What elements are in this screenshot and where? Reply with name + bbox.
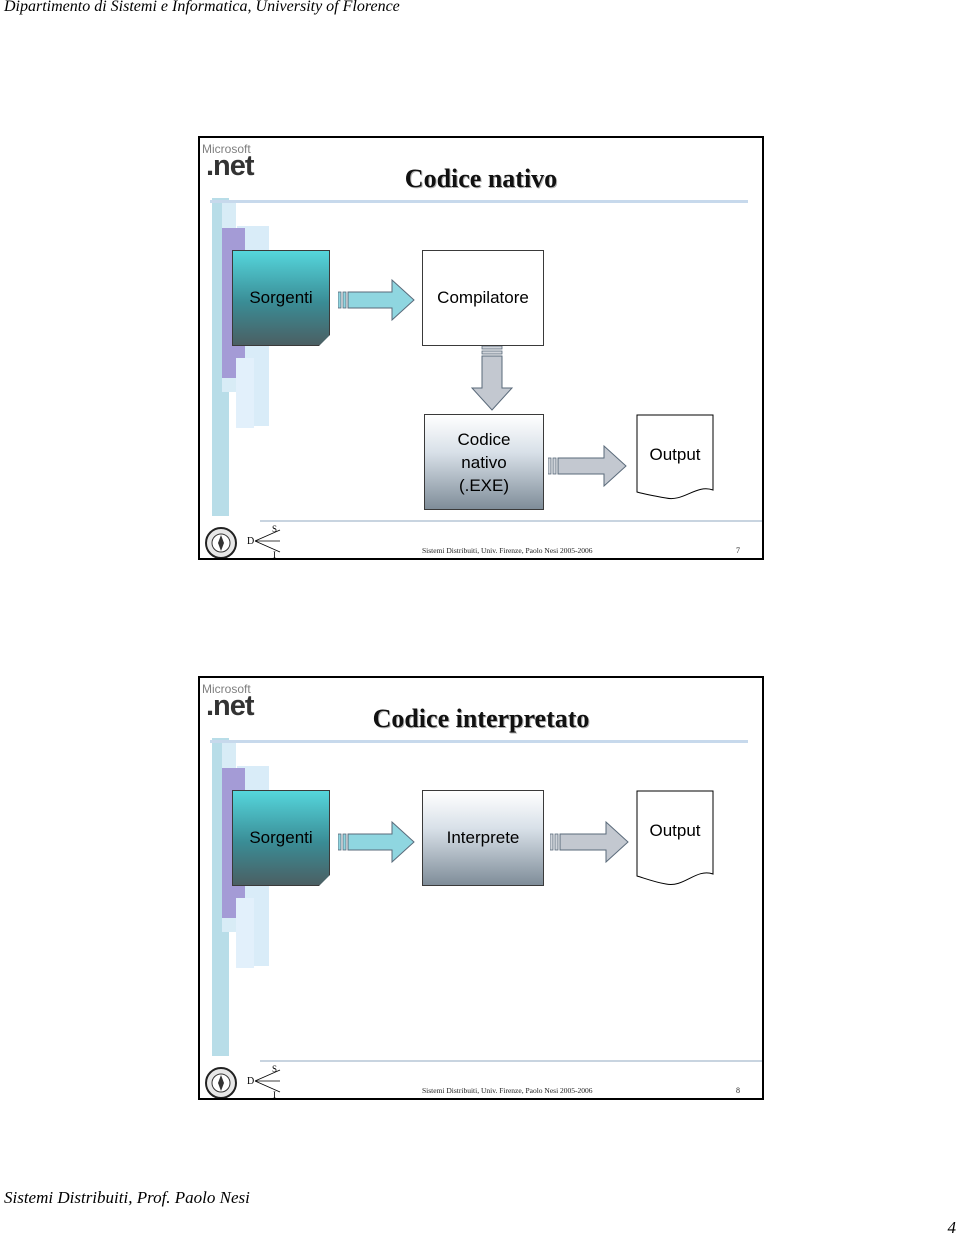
dsi-logo-icon: D S I	[247, 1064, 281, 1098]
title-rule	[210, 740, 748, 743]
slide-codice-interpretato: Microsoft .net Codice interpretato Sorge…	[198, 676, 764, 1100]
page-fold-icon	[319, 335, 330, 346]
slide-codice-nativo: Microsoft .net Codice nativo Sorgenti Co…	[198, 136, 764, 560]
microsoft-net-logo: Microsoft .net	[202, 682, 255, 722]
page-number: 4	[947, 1218, 957, 1237]
slide-title: Codice nativo	[404, 164, 558, 193]
university-seal-icon	[205, 527, 237, 558]
page-fold-icon	[319, 875, 330, 886]
decoration-bar	[236, 358, 254, 428]
interprete-box: Interprete	[422, 790, 544, 886]
decoration-bar	[236, 898, 254, 968]
compilatore-box: Compilatore	[422, 250, 544, 346]
output-label: Output	[649, 821, 701, 840]
down-arrow-icon	[470, 346, 514, 411]
title-rule	[210, 200, 748, 203]
page-header: Dipartimento di Sistemi e Informatica, U…	[4, 0, 400, 15]
right-arrow-icon	[338, 820, 415, 864]
dsi-s: S	[272, 1064, 277, 1074]
dsi-logo-icon: D S I	[247, 524, 281, 558]
dsi-d: D	[247, 1076, 254, 1087]
microsoft-net-logo: Microsoft .net	[202, 142, 255, 182]
right-arrow-icon	[550, 820, 629, 864]
slide-number: 8	[736, 1086, 740, 1095]
dsi-i: I	[273, 1090, 276, 1098]
slide-title: Codice interpretato	[372, 704, 590, 733]
right-arrow-icon	[338, 278, 415, 322]
codice-nativo-box: Codice nativo (.EXE)	[424, 414, 544, 510]
output-document-icon	[636, 414, 714, 500]
footer-rule	[260, 1060, 762, 1062]
slide-number: 7	[736, 546, 740, 555]
sorgenti-box: Sorgenti	[232, 250, 330, 346]
slide-footer-text: Sistemi Distribuiti, Univ. Firenze, Paol…	[422, 546, 593, 555]
dsi-s: S	[272, 524, 277, 534]
output-document-icon	[636, 790, 714, 885]
dsi-d: D	[247, 536, 254, 547]
footer-rule	[260, 520, 762, 522]
sorgenti-box: Sorgenti	[232, 790, 330, 886]
slide-footer-text: Sistemi Distribuiti, Univ. Firenze, Paol…	[422, 1086, 593, 1095]
right-arrow-icon	[548, 444, 627, 488]
page-footer: Sistemi Distribuiti, Prof. Paolo Nesi	[4, 1188, 250, 1207]
university-seal-icon	[205, 1067, 237, 1098]
output-label: Output	[649, 445, 701, 464]
dsi-i: I	[273, 550, 276, 558]
